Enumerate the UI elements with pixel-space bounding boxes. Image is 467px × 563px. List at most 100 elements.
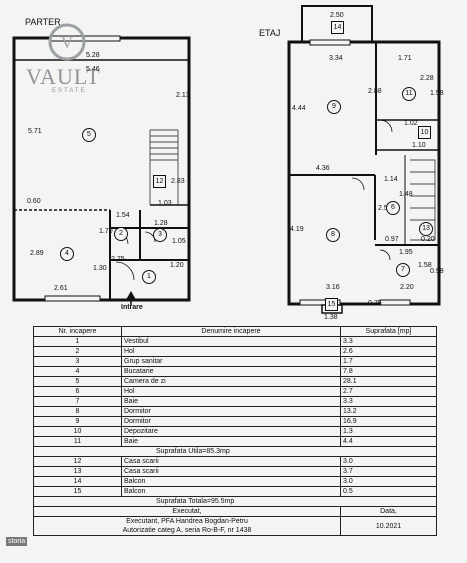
room-name-cell: Hol: [121, 346, 341, 357]
logo-name: VAULT: [26, 64, 101, 89]
room-number-cell: 3: [33, 356, 122, 367]
room-area-cell: 13.2: [340, 406, 437, 417]
table-header-row: Nr. incapere Denumire incapere Suprafata…: [33, 326, 437, 337]
room-name-cell: Casa scarii: [121, 456, 341, 467]
col-header: Denumire incapere: [121, 326, 341, 337]
room-number-cell: 14: [33, 476, 122, 487]
dim-label: 2.20: [400, 284, 414, 291]
room-number-cell: 6: [33, 386, 122, 397]
room-number-cell: 12: [33, 456, 122, 467]
room-number-cell: 10: [33, 426, 122, 437]
dim-label: 1.71: [398, 55, 412, 62]
dim-label: 2.89: [30, 250, 44, 257]
room-number-cell: 9: [33, 416, 122, 427]
dim-label: 0.98: [430, 268, 444, 275]
watermark: storia: [6, 537, 28, 546]
dim-label: 2.83: [171, 178, 185, 185]
dim-label: 0.60: [27, 198, 41, 205]
room-number: 6: [386, 201, 400, 215]
dim-label: 3.34: [329, 55, 343, 62]
room-area-cell: 1.7: [340, 356, 437, 367]
footer-row: Executant, PFA Handrea Bogdan-Petru Auto…: [33, 516, 437, 536]
room-area-table: Nr. incapere Denumire incapere Suprafata…: [33, 326, 437, 536]
dim-label: 1.70: [99, 228, 113, 235]
executor-authorization: Autorizatie categ A, seria Ro-B-F, nr 14…: [122, 527, 252, 534]
room-area-cell: 3.0: [340, 456, 437, 467]
room-area-cell: 1.3: [340, 426, 437, 437]
col-header: Suprafata [mp]: [340, 326, 437, 337]
upper-floor-title: ETAJ: [259, 28, 281, 38]
room-area-cell: 16.9: [340, 416, 437, 427]
total-area: Suprafata Totala=95.5mp: [33, 496, 437, 507]
room-number: 11: [402, 87, 416, 101]
dim-label: 4.36: [316, 165, 330, 172]
dim-label: 2.75: [111, 256, 125, 263]
dim-label: 2.13: [176, 92, 190, 99]
dim-label: 0.20: [421, 236, 435, 243]
dim-label: 5.28: [86, 52, 100, 59]
room-number-cell: 1: [33, 336, 122, 347]
room-number: 8: [326, 228, 340, 242]
room-name-cell: Balcon: [121, 476, 341, 487]
dim-label: 1.20: [170, 262, 184, 269]
dim-label: 1.05: [172, 238, 186, 245]
room-area-cell: 2.7: [340, 386, 437, 397]
dim-label: 1.58: [418, 262, 432, 269]
dim-label: 1.10: [412, 142, 426, 149]
room-number-cell: 15: [33, 486, 122, 497]
room-number-cell: 8: [33, 406, 122, 417]
room-name-cell: Depozitare: [121, 426, 341, 437]
total-row: Suprafata Totala=95.5mp: [33, 496, 437, 507]
executed-label: Executat,: [33, 506, 341, 517]
dim-label: 4.19: [290, 226, 304, 233]
dim-label: 1.14: [384, 176, 398, 183]
logo-emblem-icon: V: [48, 23, 86, 61]
executor-block: Executant, PFA Handrea Bogdan-Petru Auto…: [33, 516, 341, 536]
dim-label: 0.75: [368, 300, 382, 307]
dim-label: 1.54: [116, 212, 130, 219]
dim-label: 0.97: [385, 236, 399, 243]
room-name-cell: Grup sanitar: [121, 356, 341, 367]
total-util-row: Suprafata Utila=85.3mp: [33, 446, 437, 457]
executor-name: Executant, PFA Handrea Bogdan-Petru: [126, 518, 248, 525]
dim-label: 5.71: [28, 128, 42, 135]
room-number: 2: [114, 227, 128, 241]
room-area-cell: 0.5: [340, 486, 437, 497]
logo-tagline: ESTATE: [52, 88, 87, 94]
vault-estate-logo: V VAULT ESTATE: [22, 22, 112, 94]
date-label: Data,: [340, 506, 437, 517]
room-number-cell: 5: [33, 376, 122, 387]
col-header: Nr. incapere: [33, 326, 122, 337]
room-number: 5: [82, 128, 96, 142]
dim-label: 5.46: [86, 66, 100, 73]
room-number: 4: [60, 247, 74, 261]
room-area-cell: 7.8: [340, 366, 437, 377]
dim-label: 1.58: [430, 90, 444, 97]
room-name-cell: Balcon: [121, 486, 341, 497]
dim-label: 2.28: [420, 75, 434, 82]
room-name-cell: Dormitor: [121, 416, 341, 427]
room-number-cell: 4: [33, 366, 122, 377]
date-value: 10.2021: [340, 516, 437, 536]
dim-label: 2.61: [54, 285, 68, 292]
room-number: 14: [331, 21, 344, 34]
room-area-cell: 3.0: [340, 476, 437, 487]
room-area-cell: 28.1: [340, 376, 437, 387]
svg-text:V: V: [61, 35, 73, 52]
room-name-cell: Dormitor: [121, 406, 341, 417]
footer-row: Executat, Data,: [33, 506, 437, 517]
room-name-cell: Camera de zi: [121, 376, 341, 387]
room-name-cell: Bucatarie: [121, 366, 341, 377]
room-number-cell: 2: [33, 346, 122, 357]
